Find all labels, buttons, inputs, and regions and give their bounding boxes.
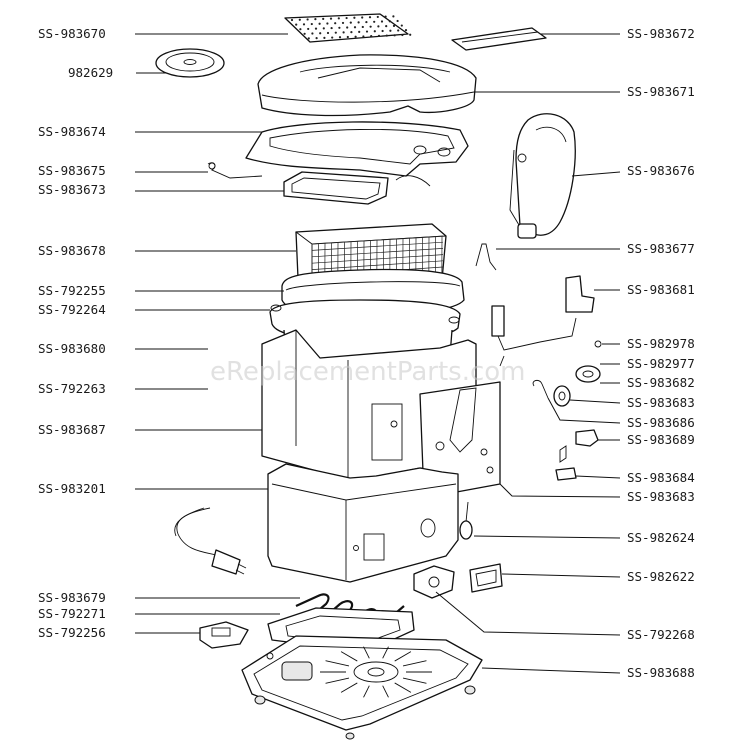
part-bracket bbox=[469, 563, 503, 593]
part-label: SS-983687 bbox=[38, 422, 106, 437]
part-label: SS-983681 bbox=[627, 282, 695, 297]
part-lid-inner-frame bbox=[245, 121, 469, 177]
part-label: SS-792256 bbox=[38, 625, 106, 640]
part-label: SS-983679 bbox=[38, 590, 106, 605]
part-label: SS-983201 bbox=[38, 481, 106, 496]
part-label: SS-983672 bbox=[627, 26, 695, 41]
labels-left: SS-983670 982629 SS-983674 SS-983675 SS-… bbox=[38, 26, 113, 640]
part-label: SS-792271 bbox=[38, 606, 106, 621]
part-label: 982629 bbox=[68, 65, 113, 80]
part-clip bbox=[475, 243, 497, 271]
part-label: SS-983673 bbox=[38, 182, 106, 197]
part-handle bbox=[509, 113, 576, 239]
part-label: SS-982978 bbox=[627, 336, 695, 351]
part-small-ring bbox=[594, 340, 602, 348]
part-round-filter bbox=[155, 48, 225, 78]
part-lamp bbox=[555, 467, 577, 481]
part-label: SS-983675 bbox=[38, 163, 106, 178]
part-gasket bbox=[283, 171, 431, 205]
part-lid bbox=[257, 54, 477, 117]
part-switch bbox=[559, 429, 599, 463]
part-top-filter-grid bbox=[284, 13, 412, 43]
part-label: SS-982622 bbox=[627, 569, 695, 584]
part-label: SS-983677 bbox=[627, 241, 695, 256]
part-clamp-plate bbox=[413, 565, 455, 599]
part-label: SS-982624 bbox=[627, 530, 695, 545]
part-label: SS-983676 bbox=[627, 163, 695, 178]
part-label: SS-983678 bbox=[38, 243, 106, 258]
part-label: SS-983684 bbox=[627, 470, 695, 485]
part-control-wire bbox=[491, 275, 595, 367]
part-hinge-wire bbox=[207, 162, 263, 179]
part-small-block bbox=[199, 621, 249, 649]
part-label: SS-792264 bbox=[38, 302, 106, 317]
part-label: SS-792263 bbox=[38, 381, 106, 396]
part-label: SS-792255 bbox=[38, 283, 106, 298]
part-label: SS-983674 bbox=[38, 124, 106, 139]
part-label: SS-983670 bbox=[38, 26, 106, 41]
part-window-strip bbox=[451, 27, 547, 51]
watermark: eReplacementParts.com bbox=[210, 357, 526, 387]
part-outer-housing bbox=[267, 463, 459, 583]
part-label: SS-983683 bbox=[627, 489, 695, 504]
labels-right: SS-983672 SS-983671 SS-983676 SS-983677 … bbox=[627, 26, 695, 680]
part-label: SS-983688 bbox=[627, 665, 695, 680]
part-power-cord bbox=[174, 507, 247, 575]
part-temperature-probe bbox=[459, 501, 473, 540]
part-label: SS-983671 bbox=[627, 84, 695, 99]
leader-lines bbox=[135, 33, 621, 674]
part-base-tray bbox=[241, 635, 483, 740]
part-label: SS-983686 bbox=[627, 415, 695, 430]
part-label: SS-983683 bbox=[627, 395, 695, 410]
part-label: SS-983682 bbox=[627, 375, 695, 390]
part-label: SS-983680 bbox=[38, 341, 106, 356]
part-thermostat-knob bbox=[575, 365, 601, 383]
part-washer bbox=[532, 379, 571, 407]
part-label: SS-983689 bbox=[627, 432, 695, 447]
part-label: SS-792268 bbox=[627, 627, 695, 642]
part-label: SS-982977 bbox=[627, 356, 695, 371]
